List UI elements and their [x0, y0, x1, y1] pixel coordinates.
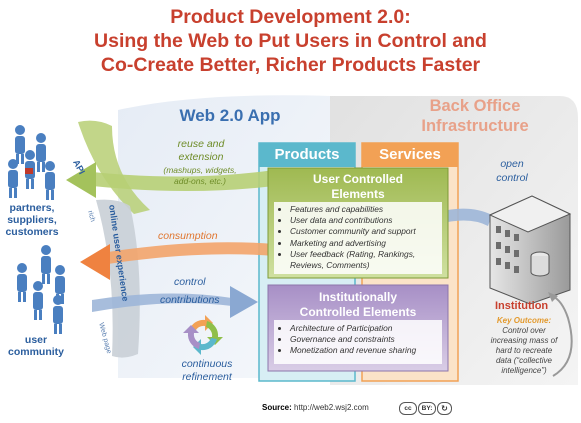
partners-label-1: partners,	[9, 202, 55, 214]
list-item: Governance and constraints	[290, 334, 442, 345]
user-controlled-title-1: User Controlled	[312, 172, 403, 186]
reuse-sub-2: add-ons, etc.)	[174, 176, 226, 186]
institution-label: Institution	[495, 300, 549, 312]
title-line-1: Product Development 2.0:	[170, 6, 411, 28]
services-header-label: Services	[379, 146, 441, 163]
api-band	[78, 120, 150, 214]
reuse-label-1: reuse and	[177, 138, 225, 150]
list-item: User data and contributions	[290, 215, 442, 226]
refinement-cycle-icon	[183, 315, 223, 355]
key-outcome-line-1: Control over	[502, 326, 546, 335]
list-item: Marketing and advertising	[290, 238, 442, 249]
reuse-arrow-head	[66, 162, 96, 198]
continuous-refinement-2: refinement	[182, 371, 232, 383]
institution-building-icon	[488, 195, 572, 305]
title-line-3: Co-Create Better, Richer Products Faster	[100, 54, 481, 76]
reuse-label-2: extension	[178, 151, 224, 163]
institutional-title-1: Institutionally	[319, 290, 397, 304]
products-header	[259, 143, 355, 167]
user-controlled-list: Features and capabilities User data and …	[276, 204, 442, 271]
open-control-label-2: control	[496, 172, 528, 184]
consumption-arrow-head	[80, 244, 110, 280]
feedback-loop-arrow	[551, 295, 573, 377]
services-header	[362, 143, 458, 167]
open-control-arrow-shaft	[438, 208, 492, 226]
key-outcome-line-4: data (“collective	[495, 356, 553, 365]
key-outcome-line-5: intelligence”)	[501, 366, 547, 375]
source-label: Source	[262, 403, 290, 412]
community-people-icon	[17, 245, 65, 334]
partners-people-icon	[8, 125, 55, 200]
key-outcome-line-2: increasing mass of	[490, 336, 558, 345]
control-label: control	[174, 276, 206, 288]
web20-zone-title: Web 2.0 App	[179, 106, 281, 125]
reuse-arrow-shaft	[92, 170, 274, 191]
list-item-line-1: User feedback (Rating, Rankings,	[290, 248, 416, 259]
list-item: User feedback (Rating, Rankings,Reviews,…	[290, 249, 442, 271]
contributions-label: contributions	[160, 294, 220, 306]
backoffice-title-line-1: Back Office	[429, 97, 521, 115]
title-line-2: Using the Web to Put Users in Control an…	[94, 30, 487, 52]
community-label-2: community	[7, 346, 64, 358]
list-item-line-2: Reviews, Comments)	[290, 260, 370, 271]
list-item: Architecture of Participation	[290, 323, 442, 334]
institutional-list-bg	[274, 320, 442, 364]
source-url[interactable]: http://web2.wsj2.com	[294, 403, 369, 412]
cc-license-icon: cc	[399, 402, 417, 415]
briefcase-icon	[25, 168, 33, 174]
key-outcome-line-3: hard to recreate	[495, 346, 553, 355]
institutional-list: Architecture of Participation Governance…	[276, 323, 442, 357]
list-item: Monetization and revenue sharing	[290, 345, 442, 356]
contributions-arrow-shaft	[92, 293, 232, 312]
key-outcome-text: Key Outcome: Control over increasing mas…	[490, 316, 558, 375]
backoffice-title-line-2: Infrastructure	[421, 117, 529, 135]
key-outcome-label: Key Outcome	[496, 316, 549, 325]
user-controlled-list-bg	[274, 202, 442, 274]
open-control-label-1: open	[500, 158, 524, 170]
source-credit: Source: http://web2.wsj2.com	[262, 403, 369, 412]
contributions-arrow-head	[230, 286, 258, 318]
partners-label-3: customers	[5, 226, 59, 238]
continuous-refinement-1: continuous	[181, 358, 233, 370]
share-alike-icon: ↻	[437, 402, 452, 415]
by-license-icon: BY:	[418, 402, 436, 415]
consumption-label: consumption	[158, 230, 218, 242]
user-controlled-title-2: Elements	[331, 187, 385, 201]
community-label-1: user	[24, 334, 48, 346]
online-ux-band	[96, 199, 140, 358]
reuse-sub-1: (mashups, widgets,	[163, 165, 237, 175]
list-item: Features and capabilities	[290, 204, 442, 215]
products-header-label: Products	[274, 146, 340, 163]
institutional-title-2: Controlled Elements	[299, 305, 417, 319]
partners-label-2: suppliers,	[7, 214, 57, 226]
consumption-arrow-shaft	[108, 242, 274, 264]
list-item: Customer community and support	[290, 226, 442, 237]
